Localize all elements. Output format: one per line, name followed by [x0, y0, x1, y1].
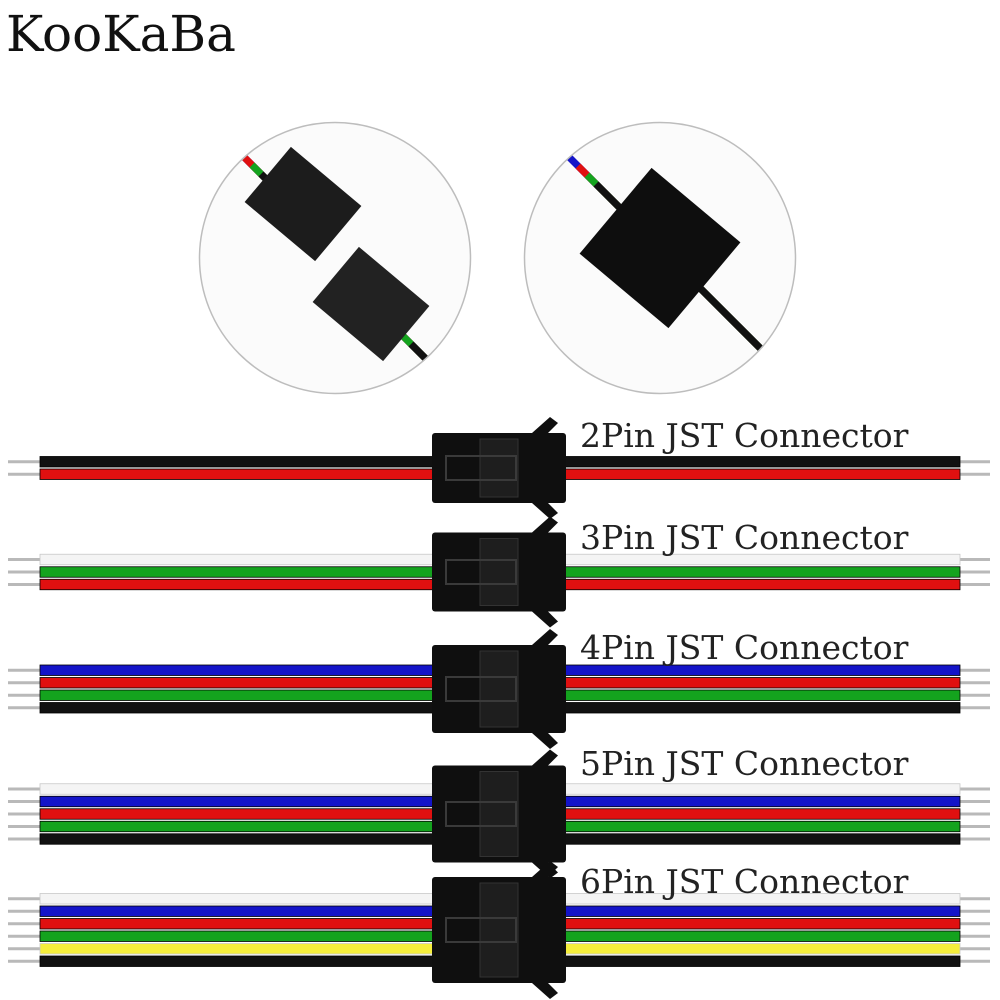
- latch-tab: [532, 611, 558, 628]
- latch-tab: [532, 749, 558, 766]
- latch-tab: [532, 983, 558, 999]
- cable-2pin: [8, 417, 990, 519]
- cable-label-4pin: 4Pin JST Connector: [580, 628, 909, 667]
- connector-housing: [579, 167, 741, 329]
- cable-label-3pin: 3Pin JST Connector: [580, 518, 909, 557]
- connector-latch-window: [445, 917, 517, 943]
- wire-black: [408, 341, 471, 394]
- connector-joint: [479, 438, 519, 498]
- connector-latch-window: [445, 801, 517, 827]
- latch-tab: [532, 733, 558, 749]
- cable-6pin: [8, 861, 990, 999]
- connector-housing: [312, 246, 430, 362]
- connector-joint: [479, 650, 519, 728]
- brand-logo-text: KooKaBa: [6, 5, 236, 63]
- circle-border: [523, 121, 797, 395]
- connector-pair-plugged-icon: [524, 122, 796, 394]
- latch-tab: [532, 516, 558, 533]
- detail-circles: [198, 121, 797, 395]
- connector-joint: [479, 538, 519, 606]
- connector-latch-window: [445, 455, 517, 481]
- cable-label-5pin: 5Pin JST Connector: [580, 744, 909, 783]
- connector-pair-unplugged-icon: [199, 122, 471, 394]
- connector-joint: [479, 882, 519, 978]
- connector-latch-window: [445, 559, 517, 585]
- circle-border: [198, 121, 472, 395]
- cable-label-6pin: 6Pin JST Connector: [580, 862, 909, 901]
- connector-joint: [479, 771, 519, 857]
- connector-housing: [244, 146, 362, 262]
- latch-tab: [532, 861, 558, 877]
- cable-5pin: [8, 749, 990, 879]
- latch-tab: [532, 629, 558, 645]
- cable-rows: [8, 417, 990, 999]
- latch-tab: [532, 503, 558, 519]
- connector-latch-window: [445, 676, 517, 702]
- latch-tab: [532, 417, 558, 433]
- cable-4pin: [8, 629, 990, 749]
- cable-label-2pin: 2Pin JST Connector: [580, 416, 909, 455]
- cable-3pin: [8, 516, 990, 628]
- circle-background: [199, 122, 471, 394]
